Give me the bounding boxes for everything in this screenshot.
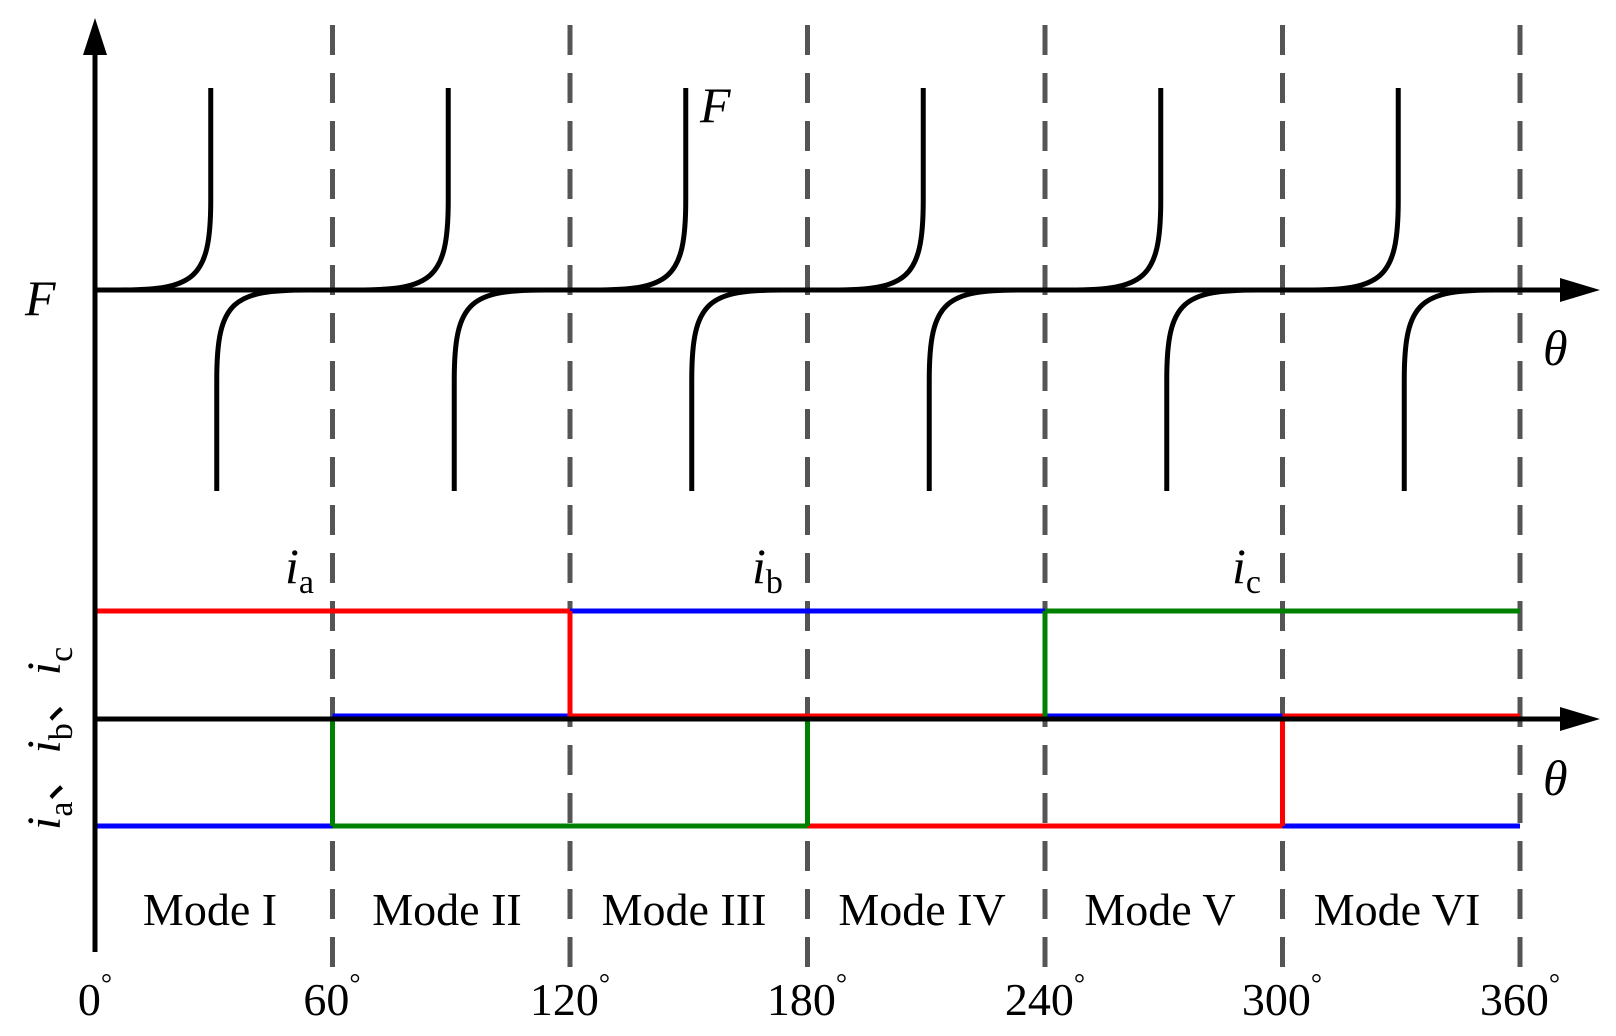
current-theta-axis-arrow	[1560, 707, 1600, 731]
force-curve-label: F	[699, 77, 731, 133]
angle-tick-label: 120°	[530, 969, 610, 1025]
angle-tick-label: 360°	[1480, 969, 1560, 1025]
phase-label-ia: ia	[285, 538, 314, 601]
mode-label: Mode I	[143, 884, 277, 935]
mode-labels: Mode I Mode II Mode III Mode IV Mode V M…	[143, 884, 1480, 935]
mode-dividers	[330, 25, 1523, 975]
mode-label: Mode IV	[838, 884, 1005, 935]
angle-tick-labels: 0° 60° 120° 180° 240° 300° 360°	[78, 969, 1560, 1025]
phase-label-ib: ib	[752, 538, 783, 601]
mode-label: Mode VI	[1314, 884, 1481, 935]
phase-currents	[95, 608, 1520, 829]
mode-label: Mode V	[1084, 884, 1235, 935]
angle-tick-label: 0°	[78, 969, 112, 1025]
current-y-label: ia、ib、ic	[18, 647, 80, 830]
mode-label: Mode III	[602, 884, 767, 935]
phase-label-ic: ic	[1232, 538, 1261, 601]
vertical-axis-arrow	[83, 18, 107, 55]
angle-tick-label: 240°	[1005, 969, 1085, 1025]
angle-tick-label: 180°	[767, 969, 847, 1025]
current-x-label: θ	[1543, 750, 1568, 806]
mode-label: Mode II	[372, 884, 521, 935]
force-y-label: F	[24, 270, 56, 326]
angle-tick-label: 60°	[303, 969, 360, 1025]
force-x-label: θ	[1543, 320, 1568, 376]
angle-tick-label: 300°	[1242, 969, 1322, 1025]
force-theta-axis-arrow	[1560, 278, 1600, 302]
